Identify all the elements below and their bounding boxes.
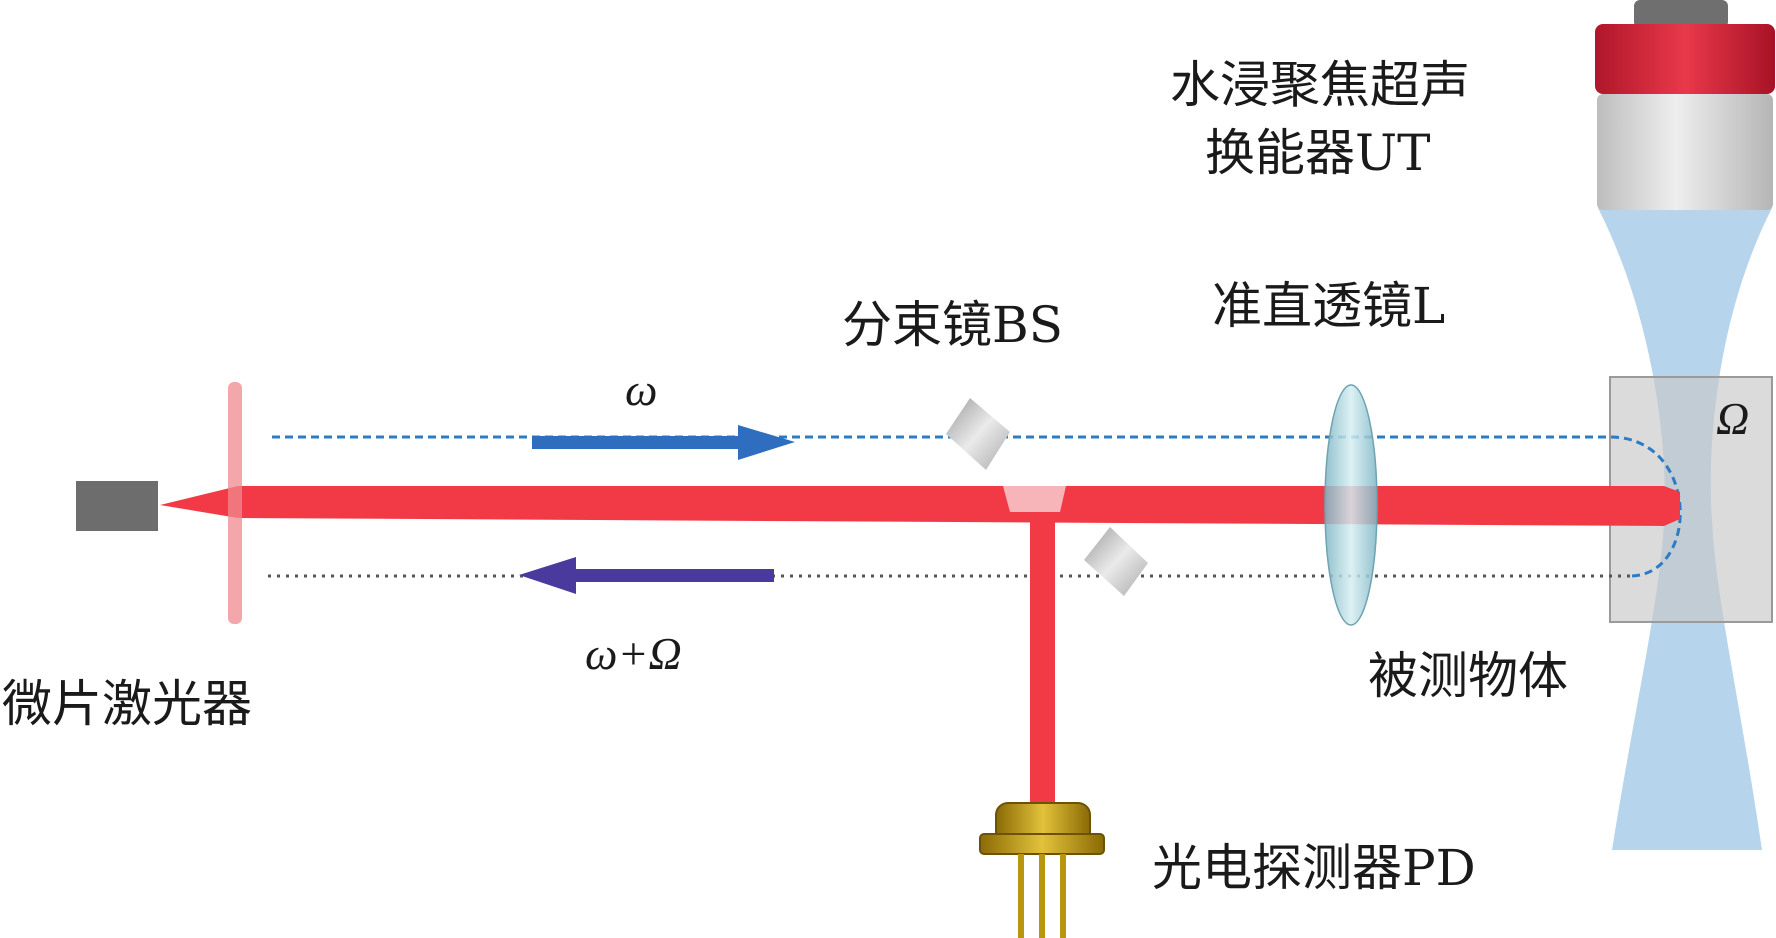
transducer-body (1597, 94, 1773, 210)
label-Omega: Ω (1716, 393, 1749, 444)
label-photodetector: 光电探测器PD (1152, 839, 1476, 897)
ultrasonic-transducer (1595, 0, 1775, 210)
return-arrow (519, 557, 774, 594)
label-beam-splitter: 分束镜BS (842, 296, 1063, 354)
label-omega-plus-Omega: ω+Ω (585, 628, 682, 679)
collimating-lens (1324, 384, 1378, 626)
detector-leg-left (1018, 854, 1024, 938)
laser-output-mirror (228, 382, 242, 624)
beam-splitter-spot (1003, 486, 1066, 512)
label-transducer-line2: 换能器UT (1205, 124, 1431, 182)
label-collimating-lens: 准直透镜L (1212, 277, 1445, 335)
transducer-top-knob (1634, 0, 1728, 28)
forward-arrow (532, 425, 795, 460)
laser-beam-vertical (1030, 505, 1055, 807)
label-transducer-line1: 水浸聚焦超声 (1170, 56, 1470, 114)
label-omega: ω (625, 364, 657, 415)
label-laser: 微片激光器 (2, 675, 252, 733)
transducer-cap (1595, 24, 1775, 94)
detector-leg-middle (1039, 854, 1045, 938)
laser-beam-main (160, 486, 1680, 526)
detector-base (979, 833, 1105, 855)
photodetector (979, 802, 1105, 938)
label-object: 被测物体 (1368, 647, 1568, 705)
forward-beam-path (272, 435, 1682, 578)
beam-splitter-upper (946, 398, 1010, 470)
beam-splitter-lower (1084, 527, 1148, 596)
laser-source (76, 481, 158, 531)
detector-leg-right (1060, 854, 1066, 938)
